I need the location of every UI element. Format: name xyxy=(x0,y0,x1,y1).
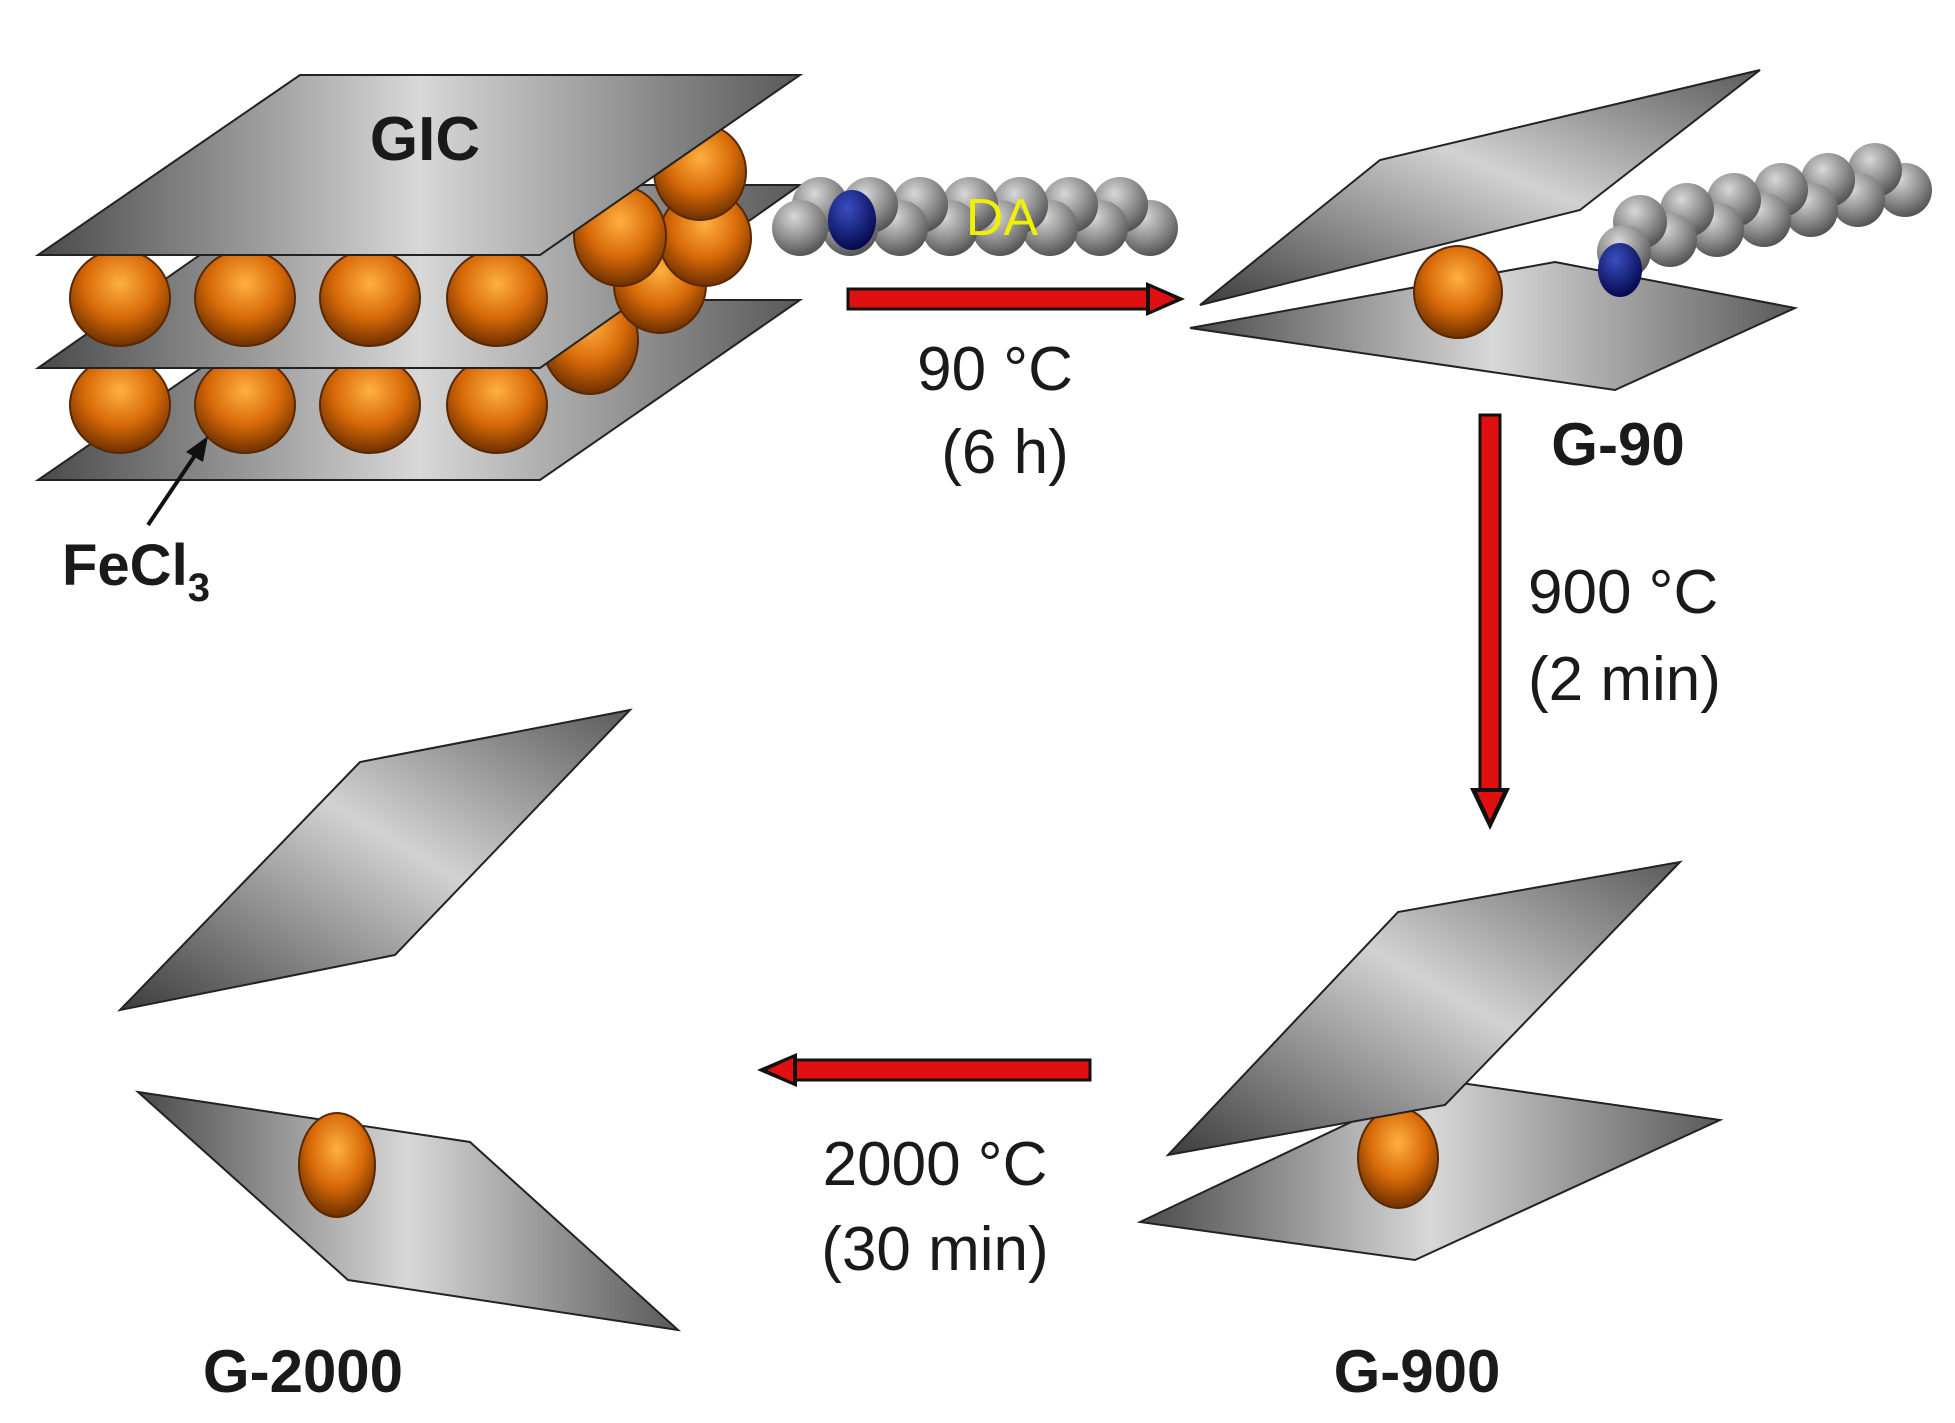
fecl3-pointer-line xyxy=(146,446,202,527)
step2-duration: (2 min) xyxy=(1528,645,1721,714)
g2000-label: G-2000 xyxy=(203,1338,403,1405)
arrow-step-3 xyxy=(757,1053,1092,1087)
gic-particles-lower xyxy=(69,285,639,454)
g90-sheet-upper xyxy=(1199,69,1761,306)
da-amine-head xyxy=(828,190,876,250)
g900-label: G-900 xyxy=(1334,1338,1501,1405)
fecl3-callout: FeCl3 xyxy=(62,436,210,610)
g900-structure: G-900 xyxy=(1136,860,1724,1405)
arrow-step-2 xyxy=(1470,413,1510,830)
g90-label: G-90 xyxy=(1551,411,1684,478)
g90-da-chain xyxy=(1597,143,1932,297)
step2-temperature: 900 °C xyxy=(1528,558,1718,627)
g90-structure: G-90 xyxy=(1189,69,1932,478)
g900-particle xyxy=(1357,1107,1439,1209)
fecl3-label-main: FeCl xyxy=(62,533,188,598)
gic-sheet-top xyxy=(34,74,804,256)
fecl3-label-subscript: 3 xyxy=(188,566,210,610)
fecl3-label: FeCl3 xyxy=(62,533,210,610)
da-molecule: DA xyxy=(772,177,1178,256)
g2000-structure: G-2000 xyxy=(117,708,682,1405)
step1-duration: (6 h) xyxy=(941,418,1068,487)
step3-temperature: 2000 °C xyxy=(823,1130,1048,1199)
step1-temperature: 90 °C xyxy=(917,335,1073,404)
step3-duration: (30 min) xyxy=(821,1215,1048,1284)
gic-stack: GIC xyxy=(34,74,804,481)
g2000-sheet-upper xyxy=(117,708,633,1012)
g2000-particle xyxy=(298,1112,376,1218)
g90-da-amine-head xyxy=(1598,243,1642,297)
arrow-step-1 xyxy=(846,282,1185,316)
g90-particle xyxy=(1413,245,1503,339)
gic-label: GIC xyxy=(370,105,480,174)
gic-particles-upper xyxy=(69,123,752,347)
g900-sheet-upper xyxy=(1165,860,1683,1157)
fecl3-pointer-head xyxy=(186,436,208,462)
g2000-sheet-lower xyxy=(134,1090,682,1332)
da-label: DA xyxy=(966,189,1039,247)
